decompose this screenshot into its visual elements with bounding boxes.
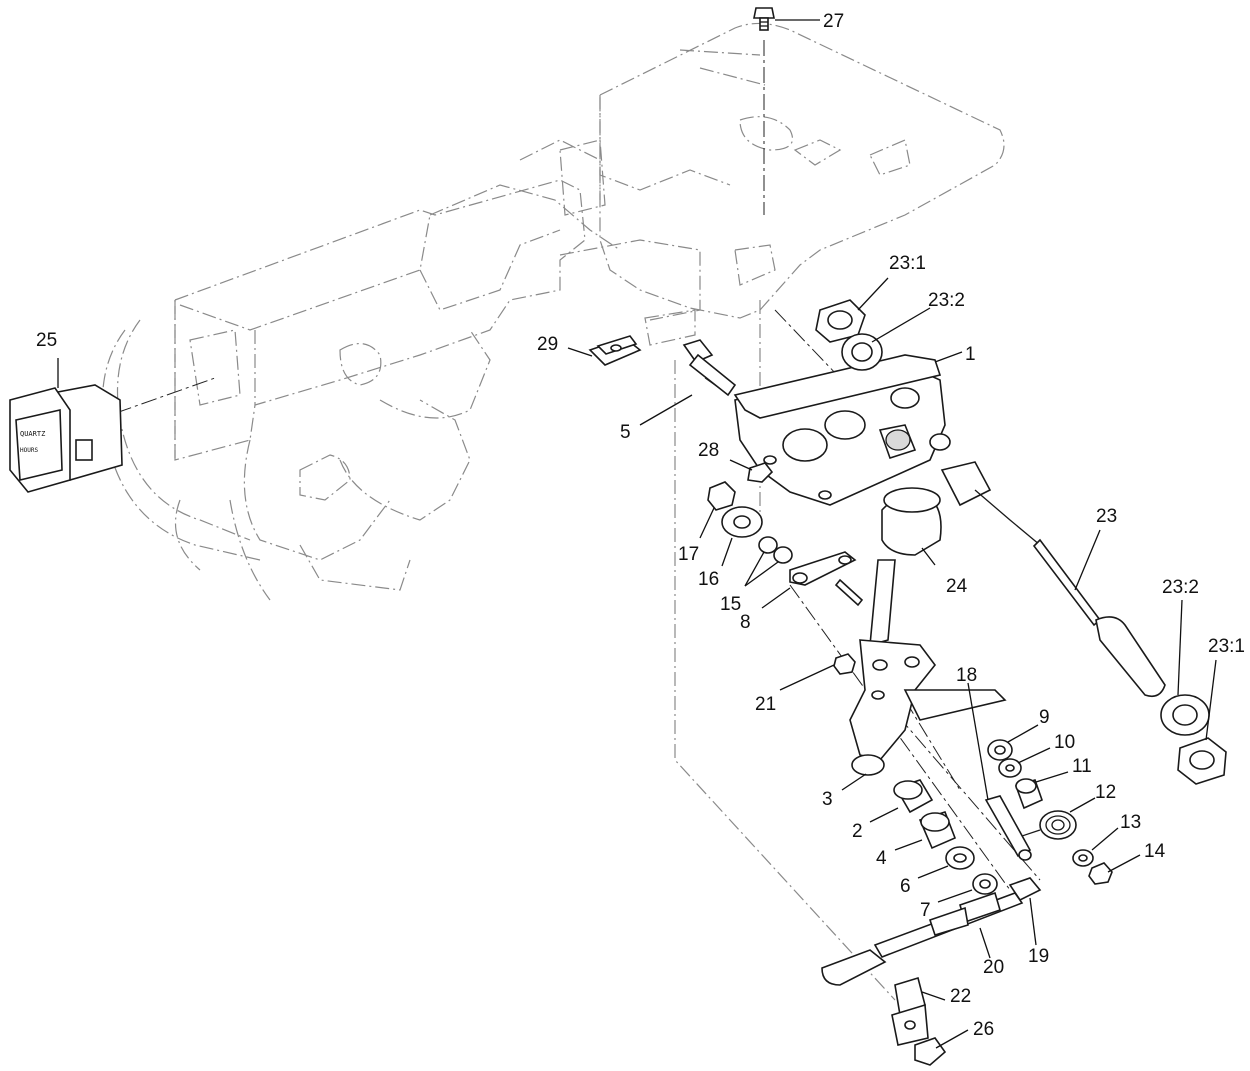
leader-lines	[57, 19, 1217, 1049]
callout-27: 27	[823, 11, 844, 32]
callout-10: 10	[1054, 732, 1075, 753]
washer-13-icon	[1072, 849, 1094, 867]
callout-labels: 27 23:1 23:2 1 25 29 5 28 17 16 15 8 24 …	[36, 11, 1245, 1040]
clip-nut-29-icon	[588, 335, 642, 366]
knob-24-icon	[881, 487, 942, 556]
callout-7: 7	[920, 900, 931, 921]
callout-8: 8	[740, 612, 751, 633]
meter-brand-text: QUARTZ	[20, 430, 45, 438]
callout-11: 11	[1072, 756, 1092, 777]
callout-4: 4	[876, 848, 887, 869]
callout-23-2-top: 23:2	[928, 290, 965, 311]
callout-28: 28	[698, 440, 719, 461]
nut-28-icon	[747, 462, 774, 483]
pedal-bracket-3-icon	[849, 559, 1007, 776]
washer-6-icon	[945, 846, 975, 870]
bolt-5-icon	[682, 339, 737, 397]
callout-23-1-top: 23:1	[889, 253, 926, 274]
callout-14: 14	[1144, 841, 1166, 862]
bushing-2-icon	[893, 779, 934, 814]
clamp-22-icon	[891, 976, 929, 1046]
callout-15: 15	[720, 594, 741, 615]
callout-20: 20	[983, 957, 1004, 978]
washers-15-icon	[758, 536, 793, 564]
phantom-frame	[101, 22, 1005, 1001]
callout-6: 6	[900, 876, 911, 897]
switch-23-icon	[940, 461, 1166, 698]
callout-3: 3	[822, 789, 833, 810]
callout-25: 25	[36, 330, 57, 351]
callout-26: 26	[973, 1019, 994, 1040]
callout-1: 1	[965, 344, 976, 365]
callout-12: 12	[1095, 782, 1116, 803]
callout-29: 29	[537, 334, 558, 355]
nut-17-icon	[707, 481, 736, 511]
nut-14-icon	[1088, 862, 1113, 885]
callout-21: 21	[755, 694, 776, 715]
cable-20-icon	[821, 877, 1042, 986]
callout-23: 23	[1096, 506, 1117, 527]
link-8-icon	[789, 551, 864, 607]
hour-meter-icon: QUARTZ HOURS	[9, 384, 123, 493]
callout-22: 22	[950, 986, 971, 1007]
callout-5: 5	[620, 422, 631, 443]
spacer-11-icon	[1014, 778, 1043, 810]
washer-10-icon	[998, 758, 1022, 778]
switch-nut-bottom-icon	[1177, 737, 1227, 785]
bracket-plate-1-icon	[733, 354, 951, 506]
bolt-27-icon	[753, 7, 775, 31]
callout-16: 16	[698, 569, 719, 590]
nut-7-icon	[972, 873, 998, 895]
bushing-4-icon	[918, 811, 957, 850]
washer-9-icon	[987, 739, 1013, 761]
rod-end-18-icon	[984, 795, 1032, 861]
callout-17: 17	[678, 544, 699, 565]
lock-washer-top-icon	[841, 333, 883, 371]
callout-2: 2	[852, 821, 863, 842]
callout-9: 9	[1039, 707, 1050, 728]
callout-19: 19	[1028, 946, 1049, 967]
callout-13: 13	[1120, 812, 1141, 833]
callout-18: 18	[956, 665, 977, 686]
callout-24: 24	[946, 576, 968, 597]
callout-23-1-bottom: 23:1	[1208, 636, 1245, 657]
bolt-26-icon	[914, 1037, 947, 1066]
nut-21-icon	[833, 653, 856, 675]
callout-23-2-bottom: 23:2	[1162, 577, 1199, 598]
lock-washer-bottom-icon	[1160, 694, 1210, 736]
spacer-16-icon	[721, 506, 763, 538]
meter-unit-text: HOURS	[20, 447, 38, 454]
